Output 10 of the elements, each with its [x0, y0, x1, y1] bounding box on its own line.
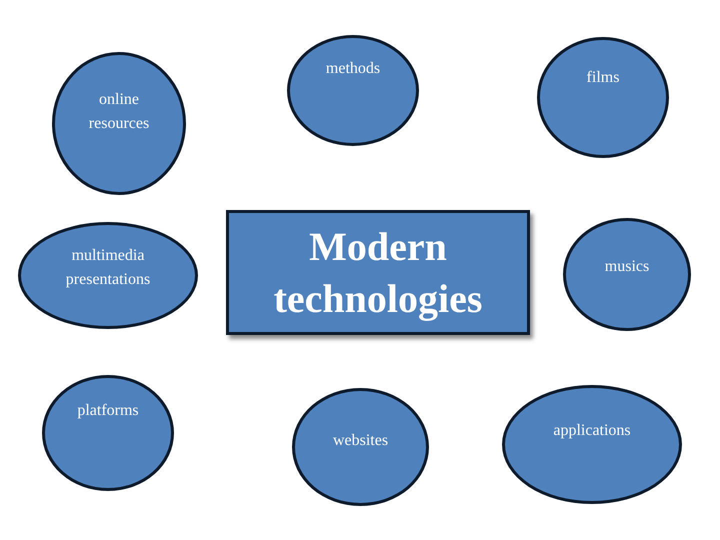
node-label: applications: [553, 420, 631, 441]
title-box: [226, 210, 530, 335]
node-label: musics: [604, 256, 650, 277]
node-label: multimedia presentations: [64, 246, 152, 290]
node-label: online resources: [88, 90, 150, 134]
node-label: websites: [332, 431, 388, 452]
node-label: films: [586, 68, 620, 88]
node-label: methods: [326, 58, 380, 79]
central-title: Modern technologies: [272, 222, 484, 323]
node-label: platforms: [77, 401, 139, 422]
